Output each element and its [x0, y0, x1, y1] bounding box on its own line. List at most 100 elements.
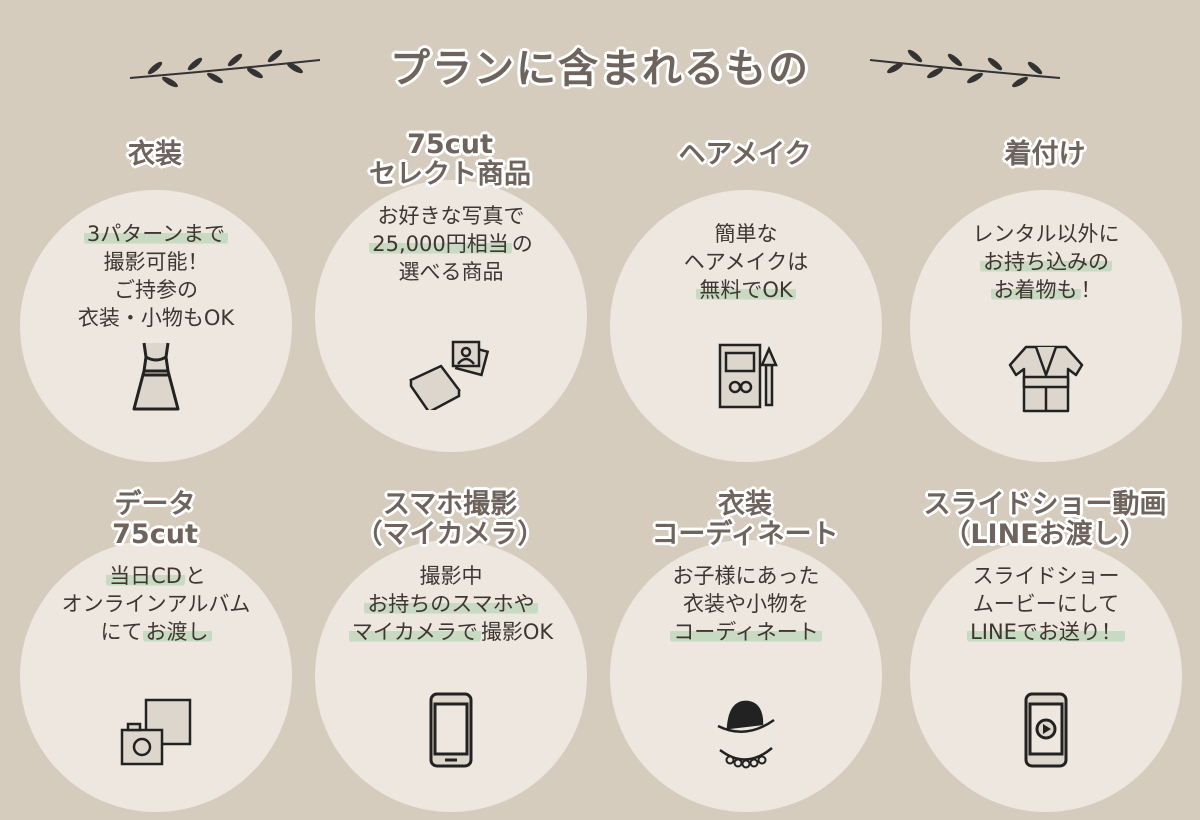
description-line: マイカメラで撮影OK	[305, 618, 597, 646]
card-description: 3パターンまで撮影可能！ ご持参の衣装・小物もOK	[10, 220, 302, 332]
plan-item-card: 衣装コーディネートお子様にあった衣装や小物をコーディネート	[600, 490, 890, 820]
text: 撮影中	[419, 564, 483, 588]
description-line: 選べる商品	[305, 258, 597, 286]
text: 簡単な	[714, 222, 778, 246]
description-line: 25,000円相当の	[305, 230, 597, 258]
description-line: 撮影中	[305, 562, 597, 590]
card-heading: スライドショー動画（LINEお渡し）	[880, 490, 1200, 550]
description-line: 簡単な	[600, 220, 892, 248]
card-description: お子様にあった衣装や小物をコーディネート	[600, 562, 892, 646]
hat-necklace-icon	[717, 700, 775, 769]
card-heading: 着付け	[880, 140, 1200, 170]
plan-item-card: ヘアメイク簡単なヘアメイクは無料でOK	[600, 140, 890, 470]
card-circle-background	[910, 190, 1182, 462]
card-heading-line: データ	[114, 489, 196, 520]
computer-camera-icon	[120, 698, 192, 766]
highlighted-text: LINEでお送り！	[967, 620, 1125, 644]
description-line: お好きな写真で	[305, 202, 597, 230]
card-heading-line: （マイカメラ）	[355, 519, 545, 550]
plan-item-card: スマホ撮影（マイカメラ）撮影中お持ちのスマホやマイカメラで撮影OK	[305, 490, 595, 820]
smartphone-icon	[429, 692, 473, 768]
description-line: 衣装や小物を	[600, 590, 892, 618]
card-heading: スマホ撮影（マイカメラ）	[285, 490, 615, 550]
description-line: にてお渡し	[10, 618, 302, 646]
description-line: スライドショー	[900, 562, 1192, 590]
card-heading-line: 着付け	[1004, 139, 1086, 170]
highlighted-text: 当日CD	[106, 564, 185, 588]
text: 撮影OK	[480, 620, 554, 644]
text: の	[511, 232, 533, 256]
highlighted-text: コーディネート	[670, 620, 822, 644]
description-line: オンラインアルバム	[10, 590, 302, 618]
card-description: 簡単なヘアメイクは無料でOK	[600, 220, 892, 304]
description-line: 3パターンまで	[10, 220, 302, 248]
text: ヘアメイクは	[683, 250, 809, 274]
highlighted-text: 無料でOK	[696, 278, 796, 302]
plan-item-card: 着付けレンタル以外にお持ち込みのお着物も！	[900, 140, 1190, 470]
description-line: お子様にあった	[600, 562, 892, 590]
text: ！	[1080, 278, 1102, 302]
card-heading-line: セレクト商品	[369, 159, 531, 190]
highlighted-text: マイカメラで	[348, 620, 481, 644]
card-heading-line: 75cut	[112, 519, 198, 550]
highlighted-text: お着物も	[990, 278, 1081, 302]
album-photo-icon	[409, 340, 490, 410]
makeup-palette-icon	[718, 343, 778, 409]
description-line: ヘアメイクは	[600, 248, 892, 276]
video-phone-icon	[1024, 692, 1068, 768]
kimono-icon	[1008, 345, 1084, 413]
leaf-vine-right-decoration	[869, 49, 1061, 88]
page-title: プランに含まれるもの	[390, 46, 810, 92]
description-line: ご持参の	[10, 276, 302, 304]
text: お子様にあった	[672, 564, 820, 588]
text: 撮影可能！	[103, 250, 209, 274]
description-line: お持ちのスマホや	[305, 590, 597, 618]
card-heading: 衣装	[0, 140, 320, 170]
text: 選べる商品	[398, 260, 504, 284]
text: オンラインアルバム	[61, 592, 251, 616]
plan-item-card: スライドショー動画（LINEお渡し） スライドショームービーにして LINEでお送り…	[900, 490, 1190, 820]
card-heading: 衣装コーディネート	[580, 490, 910, 550]
text: にて	[100, 620, 143, 644]
text: ムービーにして	[972, 592, 1120, 616]
highlighted-text: お渡し	[142, 620, 212, 644]
leaf-vine-left-decoration	[129, 49, 321, 88]
text: レンタル以外に	[972, 222, 1120, 246]
card-heading-line: 75cut	[407, 129, 493, 160]
card-description: スライドショームービーにして LINEでお送り！	[900, 562, 1192, 646]
description-line: お着物も！	[900, 276, 1192, 304]
plan-item-card: 衣装 3パターンまで撮影可能！ ご持参の衣装・小物もOK	[10, 140, 300, 470]
description-line: ムービーにして	[900, 590, 1192, 618]
card-description: 撮影中お持ちのスマホやマイカメラで撮影OK	[305, 562, 597, 646]
highlighted-text: 25,000円相当	[369, 232, 512, 256]
dress-icon	[132, 342, 180, 411]
text: 衣装や小物を	[683, 592, 809, 616]
card-heading-line: （LINEお渡し）	[943, 519, 1147, 550]
highlighted-text: お持ち込みの	[980, 250, 1112, 274]
description-line: 無料でOK	[600, 276, 892, 304]
card-heading: ヘアメイク	[580, 140, 910, 170]
card-heading-line: ヘアメイク	[678, 139, 812, 170]
description-line: お持ち込みの	[900, 248, 1192, 276]
description-line: 撮影可能！	[10, 248, 302, 276]
card-heading-line: 衣装	[128, 139, 182, 170]
card-heading-line: スライドショー動画	[923, 489, 1167, 520]
highlighted-text: お持ちのスマホや	[364, 592, 538, 616]
card-circle-background	[610, 190, 882, 462]
text: スライドショー	[972, 564, 1120, 588]
card-heading-line: 衣装	[718, 489, 772, 520]
card-heading-line: スマホ撮影	[382, 489, 518, 520]
card-description: レンタル以外にお持ち込みのお着物も！	[900, 220, 1192, 304]
description-line: 衣装・小物もOK	[10, 304, 302, 332]
text: ご持参の	[114, 278, 198, 302]
highlighted-text: 3パターンまで	[83, 222, 229, 246]
card-heading-line: コーディネート	[651, 519, 839, 550]
description-line: コーディネート	[600, 618, 892, 646]
